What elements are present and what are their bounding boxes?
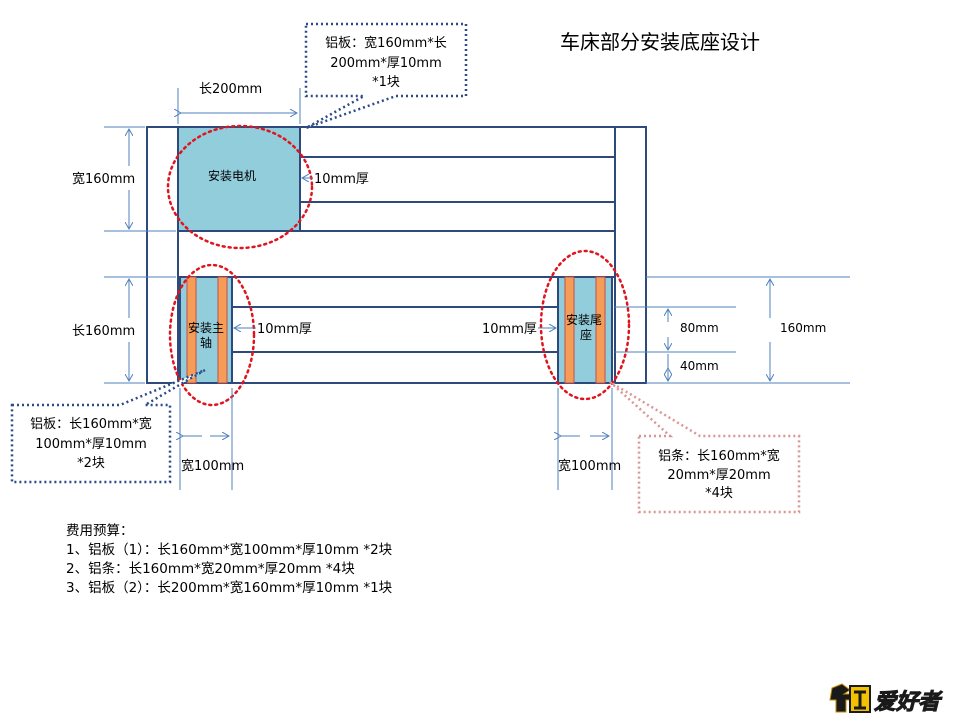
page-title: 车床部分安装底座设计 (560, 30, 760, 54)
aluminum-strip (595, 276, 606, 384)
aluminum-strip (217, 276, 228, 384)
budget-heading: 费用预算： (66, 523, 134, 539)
callout-top: 铝板：宽160mm*长 200mm*厚10mm *1块 (304, 22, 468, 130)
base-frame (146, 126, 647, 384)
budget-section: 费用预算： 1、铝板（1）：长160mm*宽100mm*厚10mm *2块 2、… (66, 522, 392, 598)
callout-right-line1: 铝条：长160mm*宽 (658, 448, 780, 464)
dim-thickness-spindle: 10mm厚 (257, 322, 312, 337)
aluminum-strip (564, 276, 575, 384)
dim-thickness-motor: 10mm厚 (314, 172, 369, 187)
dim-160mm: 160mm (780, 321, 826, 335)
tailstock-highlight-ellipse (539, 249, 631, 401)
dim-width-160: 宽160mm (72, 171, 135, 187)
callout-top-line3: *1块 (372, 75, 400, 90)
dim-width-100-left: 宽100mm (181, 458, 244, 474)
tailstock-plate (557, 276, 613, 384)
dim-80mm: 80mm (680, 321, 719, 335)
budget-item: 3、铝板（2）：长200mm*宽160mm*厚10mm *1块 (66, 580, 393, 596)
spindle-label-line2: 轴 (200, 335, 212, 350)
spindle-label-line1: 安装主 (188, 320, 224, 335)
callout-left-line3: *2块 (77, 456, 105, 471)
dim-40mm: 40mm (680, 359, 719, 373)
aluminum-strip (186, 276, 197, 384)
callout-right-line3: *4块 (705, 486, 733, 501)
callout-top-line1: 铝板：宽160mm*长 (325, 35, 447, 51)
budget-item: 1、铝板（1）：长160mm*宽100mm*厚10mm *2块 (66, 542, 393, 558)
dim-length-160: 长160mm (72, 324, 135, 339)
site-logo: 爱好者 (829, 683, 944, 716)
dim-length-200: 长200mm (199, 82, 262, 97)
dimension-lines (104, 88, 850, 490)
callout-left-line2: 100mm*厚10mm (35, 437, 147, 452)
budget-item: 2、铝条：长160mm*宽20mm*厚20mm *4块 (66, 561, 355, 577)
motor-highlight-ellipse (166, 124, 314, 250)
spindle-plate (179, 276, 233, 384)
motor-label: 安装电机 (208, 168, 256, 183)
dim-width-100-right: 宽100mm (558, 458, 621, 474)
tailstock-label-line1: 安装尾 (566, 312, 602, 327)
logo-text: 爱好者 (874, 690, 943, 715)
callout-right-line2: 20mm*厚20mm (667, 468, 770, 483)
dim-thickness-tailstock: 10mm厚 (482, 322, 537, 337)
tailstock-label-line2: 座 (580, 327, 592, 342)
motor-plate (177, 126, 301, 232)
callout-left-line1: 铝板：长160mm*宽 (30, 416, 152, 432)
spindle-highlight-ellipse (168, 263, 256, 407)
callout-left: 铝板：长160mm*宽 100mm*厚10mm *2块 (10, 368, 206, 484)
callout-top-line2: 200mm*厚10mm (330, 56, 442, 71)
callout-right: 铝条：长160mm*宽 20mm*厚20mm *4块 (609, 380, 801, 514)
